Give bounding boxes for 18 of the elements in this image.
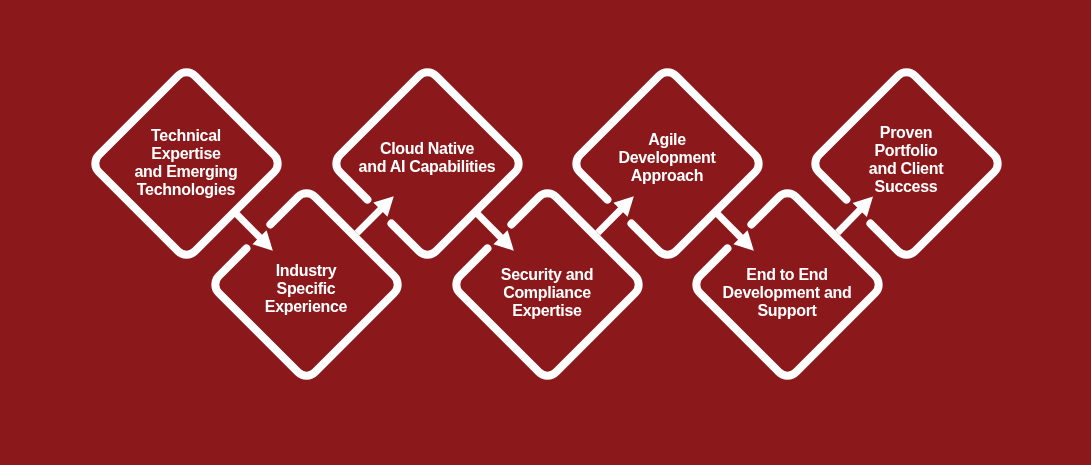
arrow xyxy=(234,211,273,251)
diamond-step xyxy=(450,187,644,381)
step-label: Proven Portfolio and Client Success xyxy=(868,124,944,196)
step-label: Agile Development Approach xyxy=(618,131,716,185)
step-label: Security and Compliance Expertise xyxy=(500,266,594,320)
diamond-step xyxy=(809,66,1003,260)
arrow xyxy=(354,196,394,236)
step-label: End to End Development and Support xyxy=(722,266,852,320)
diamond-step xyxy=(89,66,283,260)
diamond-step xyxy=(570,66,764,260)
arrow xyxy=(595,196,634,236)
step-label: Industry Specific Experience xyxy=(264,262,348,316)
diamond-step xyxy=(330,66,524,260)
arrow xyxy=(715,211,754,251)
step-label: Cloud Native and AI Capabilities xyxy=(358,140,496,176)
step-label: Technical Expertise and Emerging Technologies xyxy=(134,127,238,199)
arrow xyxy=(475,211,514,251)
arrow xyxy=(835,196,873,236)
